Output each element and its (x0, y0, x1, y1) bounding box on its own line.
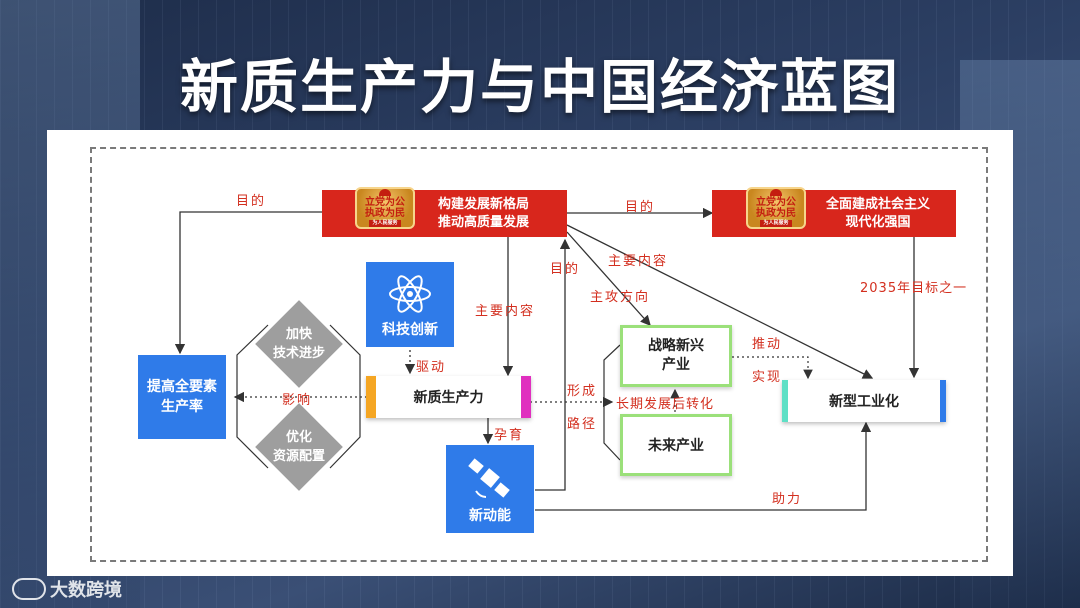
label-influence: 影响 (282, 393, 313, 408)
hexagon-right (329, 324, 361, 469)
arrow-banner-to-industrialization (566, 224, 874, 379)
total-factor-productivity-node: 提高全要素 生产率 (138, 355, 226, 439)
label-assist: 助力 (772, 492, 803, 507)
new-productive-forces-node: 新质生产力 (366, 376, 531, 418)
banner-right-line2: 现代化强国 (845, 214, 911, 230)
accelerate-line1: 加快 (285, 327, 312, 342)
optimize-line1: 优化 (285, 430, 312, 445)
label-realize: 实现 (752, 370, 783, 385)
optimize-resources-diamond: 优化 资源配置 (255, 403, 343, 491)
banner-right-line1: 全面建成社会主义 (825, 196, 930, 212)
atom-icon (389, 275, 431, 313)
label-main-attack: 主攻方向 (590, 290, 651, 305)
npf-label: 新质生产力 (413, 390, 484, 406)
label-purpose-top: 目的 (625, 200, 656, 215)
label-path: 路径 (567, 417, 598, 432)
future-industry-node: 未来产业 (620, 414, 732, 476)
tfp-line2: 生产率 (161, 399, 203, 415)
accelerate-tech-diamond: 加快 技术进步 (255, 300, 343, 388)
label-purpose-left: 目的 (236, 194, 267, 209)
optimize-text: 优化 资源配置 (255, 428, 343, 466)
party-emblem-icon (770, 189, 782, 196)
strategic-emerging-industry-node: 战略新兴 产业 (620, 325, 732, 387)
label-push: 推动 (752, 337, 783, 352)
label-nurture: 孕育 (494, 428, 525, 443)
banner-left-line2: 推动高质量发展 (437, 214, 529, 230)
arrow-strategic-to-industrialization (732, 356, 813, 380)
arrow-momentum-to-banner (535, 238, 571, 491)
strategic-line2: 产业 (662, 357, 690, 373)
seal-line2: 执政为民 (756, 208, 796, 219)
seal-line1: 立党为公 (756, 197, 796, 208)
seal-ribbon: 为人民服务 (760, 220, 792, 227)
accelerate-text: 加快 技术进步 (255, 325, 343, 363)
label-main-content-right: 主要内容 (608, 254, 669, 269)
seal-ribbon: 为人民服务 (369, 220, 401, 227)
future-industry-label: 未来产业 (648, 438, 704, 454)
bracket-industries (603, 344, 621, 461)
party-seal-left: 立党为公 执政为民 为人民服务 (355, 187, 415, 229)
optimize-line2: 资源配置 (272, 449, 325, 464)
new-momentum-label: 新动能 (469, 508, 511, 524)
hexagon-left (236, 324, 269, 469)
strategic-line1: 战略新兴 (648, 338, 704, 354)
arrow-banner-to-tfp (174, 211, 322, 355)
label-long-term: 长期发展后转化 (616, 397, 715, 412)
seal-line2: 执政为民 (365, 208, 405, 219)
arrow-momentum-to-industrialization (535, 421, 872, 511)
tech-innovation-node: 科技创新 (366, 262, 454, 347)
watermark: 大数跨境 (12, 576, 122, 602)
seal-line1: 立党为公 (365, 197, 405, 208)
tfp-line1: 提高全要素 (147, 379, 217, 395)
label-form: 形成 (567, 384, 598, 399)
watermark-text: 大数跨境 (50, 580, 122, 601)
tech-innovation-label: 科技创新 (382, 322, 438, 338)
label-main-content-left: 主要内容 (475, 304, 536, 319)
label-drive: 驱动 (416, 360, 447, 375)
party-emblem-icon (379, 189, 391, 196)
banner-left-line1: 构建发展新格局 (437, 196, 529, 212)
party-seal-right: 立党为公 执政为民 为人民服务 (746, 187, 806, 229)
accelerate-line2: 技术进步 (272, 346, 325, 361)
label-2035-goal: 2035年目标之一 (860, 281, 968, 296)
new-industrialization-node: 新型工业化 (782, 380, 946, 422)
new-momentum-node: 新动能 (446, 445, 534, 533)
arrow-banner-to-strategic (566, 231, 651, 326)
label-purpose-mid: 目的 (550, 262, 581, 277)
page-title: 新质生产力与中国经济蓝图 (179, 53, 900, 121)
satellite-icon (468, 458, 510, 498)
dashed-frame (90, 147, 988, 562)
watermark-logo-icon (12, 578, 46, 600)
new-industrialization-label: 新型工业化 (829, 394, 899, 410)
